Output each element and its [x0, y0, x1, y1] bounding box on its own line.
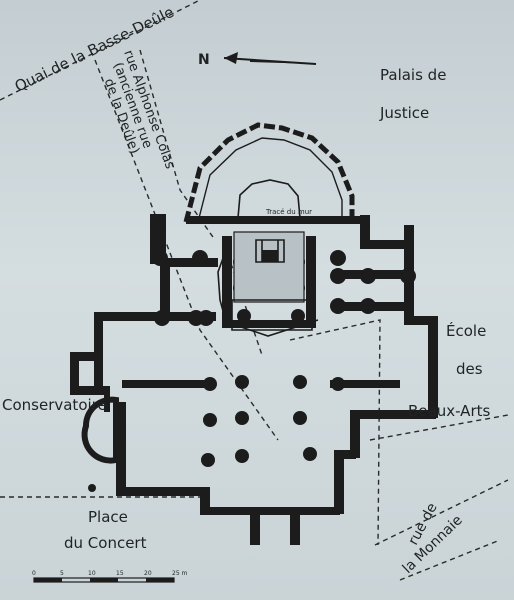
- street-boundaries: [0, 0, 509, 581]
- ecole-boundary: [289, 319, 381, 546]
- rue-colas-label: rue Alphonse Colas (ancienne rue de la D…: [101, 48, 177, 171]
- ecole-label-line1: École: [446, 321, 486, 340]
- place-label-line2: du Concert: [64, 534, 147, 552]
- scale-tick-label: 20: [144, 570, 152, 577]
- inner-apse-outline: [237, 179, 301, 219]
- choir-details: [81, 231, 319, 492]
- ecole-label-line2: des: [456, 360, 483, 378]
- rue-colas-left-boundary: [94, 59, 279, 441]
- north-arrow: N: [198, 52, 317, 68]
- scale-tick-label: 0: [32, 570, 36, 577]
- palais-label-line1: Palais de: [380, 66, 446, 84]
- place-label-line1: Place: [88, 508, 128, 526]
- conservatoire-label: Conservatoire: [2, 396, 107, 414]
- scale-tick-label: 10: [88, 570, 96, 577]
- rue-monnaie-boundary: [374, 479, 509, 546]
- rue-colas-right-boundary: [139, 49, 216, 241]
- apse-trace: [183, 122, 355, 223]
- scale-tick-label: 15: [116, 570, 124, 577]
- palais-label-line2: Justice: [379, 104, 429, 122]
- quai-boundary-line: [0, 0, 201, 101]
- ecole-label-line3: Beaux-Arts: [408, 402, 490, 420]
- scale-tick-label: 5: [60, 570, 64, 577]
- scale-bar: 0 5 10 15 20 25 m: [32, 570, 188, 583]
- trace-label: Tracé du mur: [265, 208, 312, 216]
- north-label: N: [198, 52, 210, 68]
- quai-label: Quai de la Basse-Deûle: [12, 3, 177, 96]
- scale-tick-label: 25 m: [172, 570, 188, 577]
